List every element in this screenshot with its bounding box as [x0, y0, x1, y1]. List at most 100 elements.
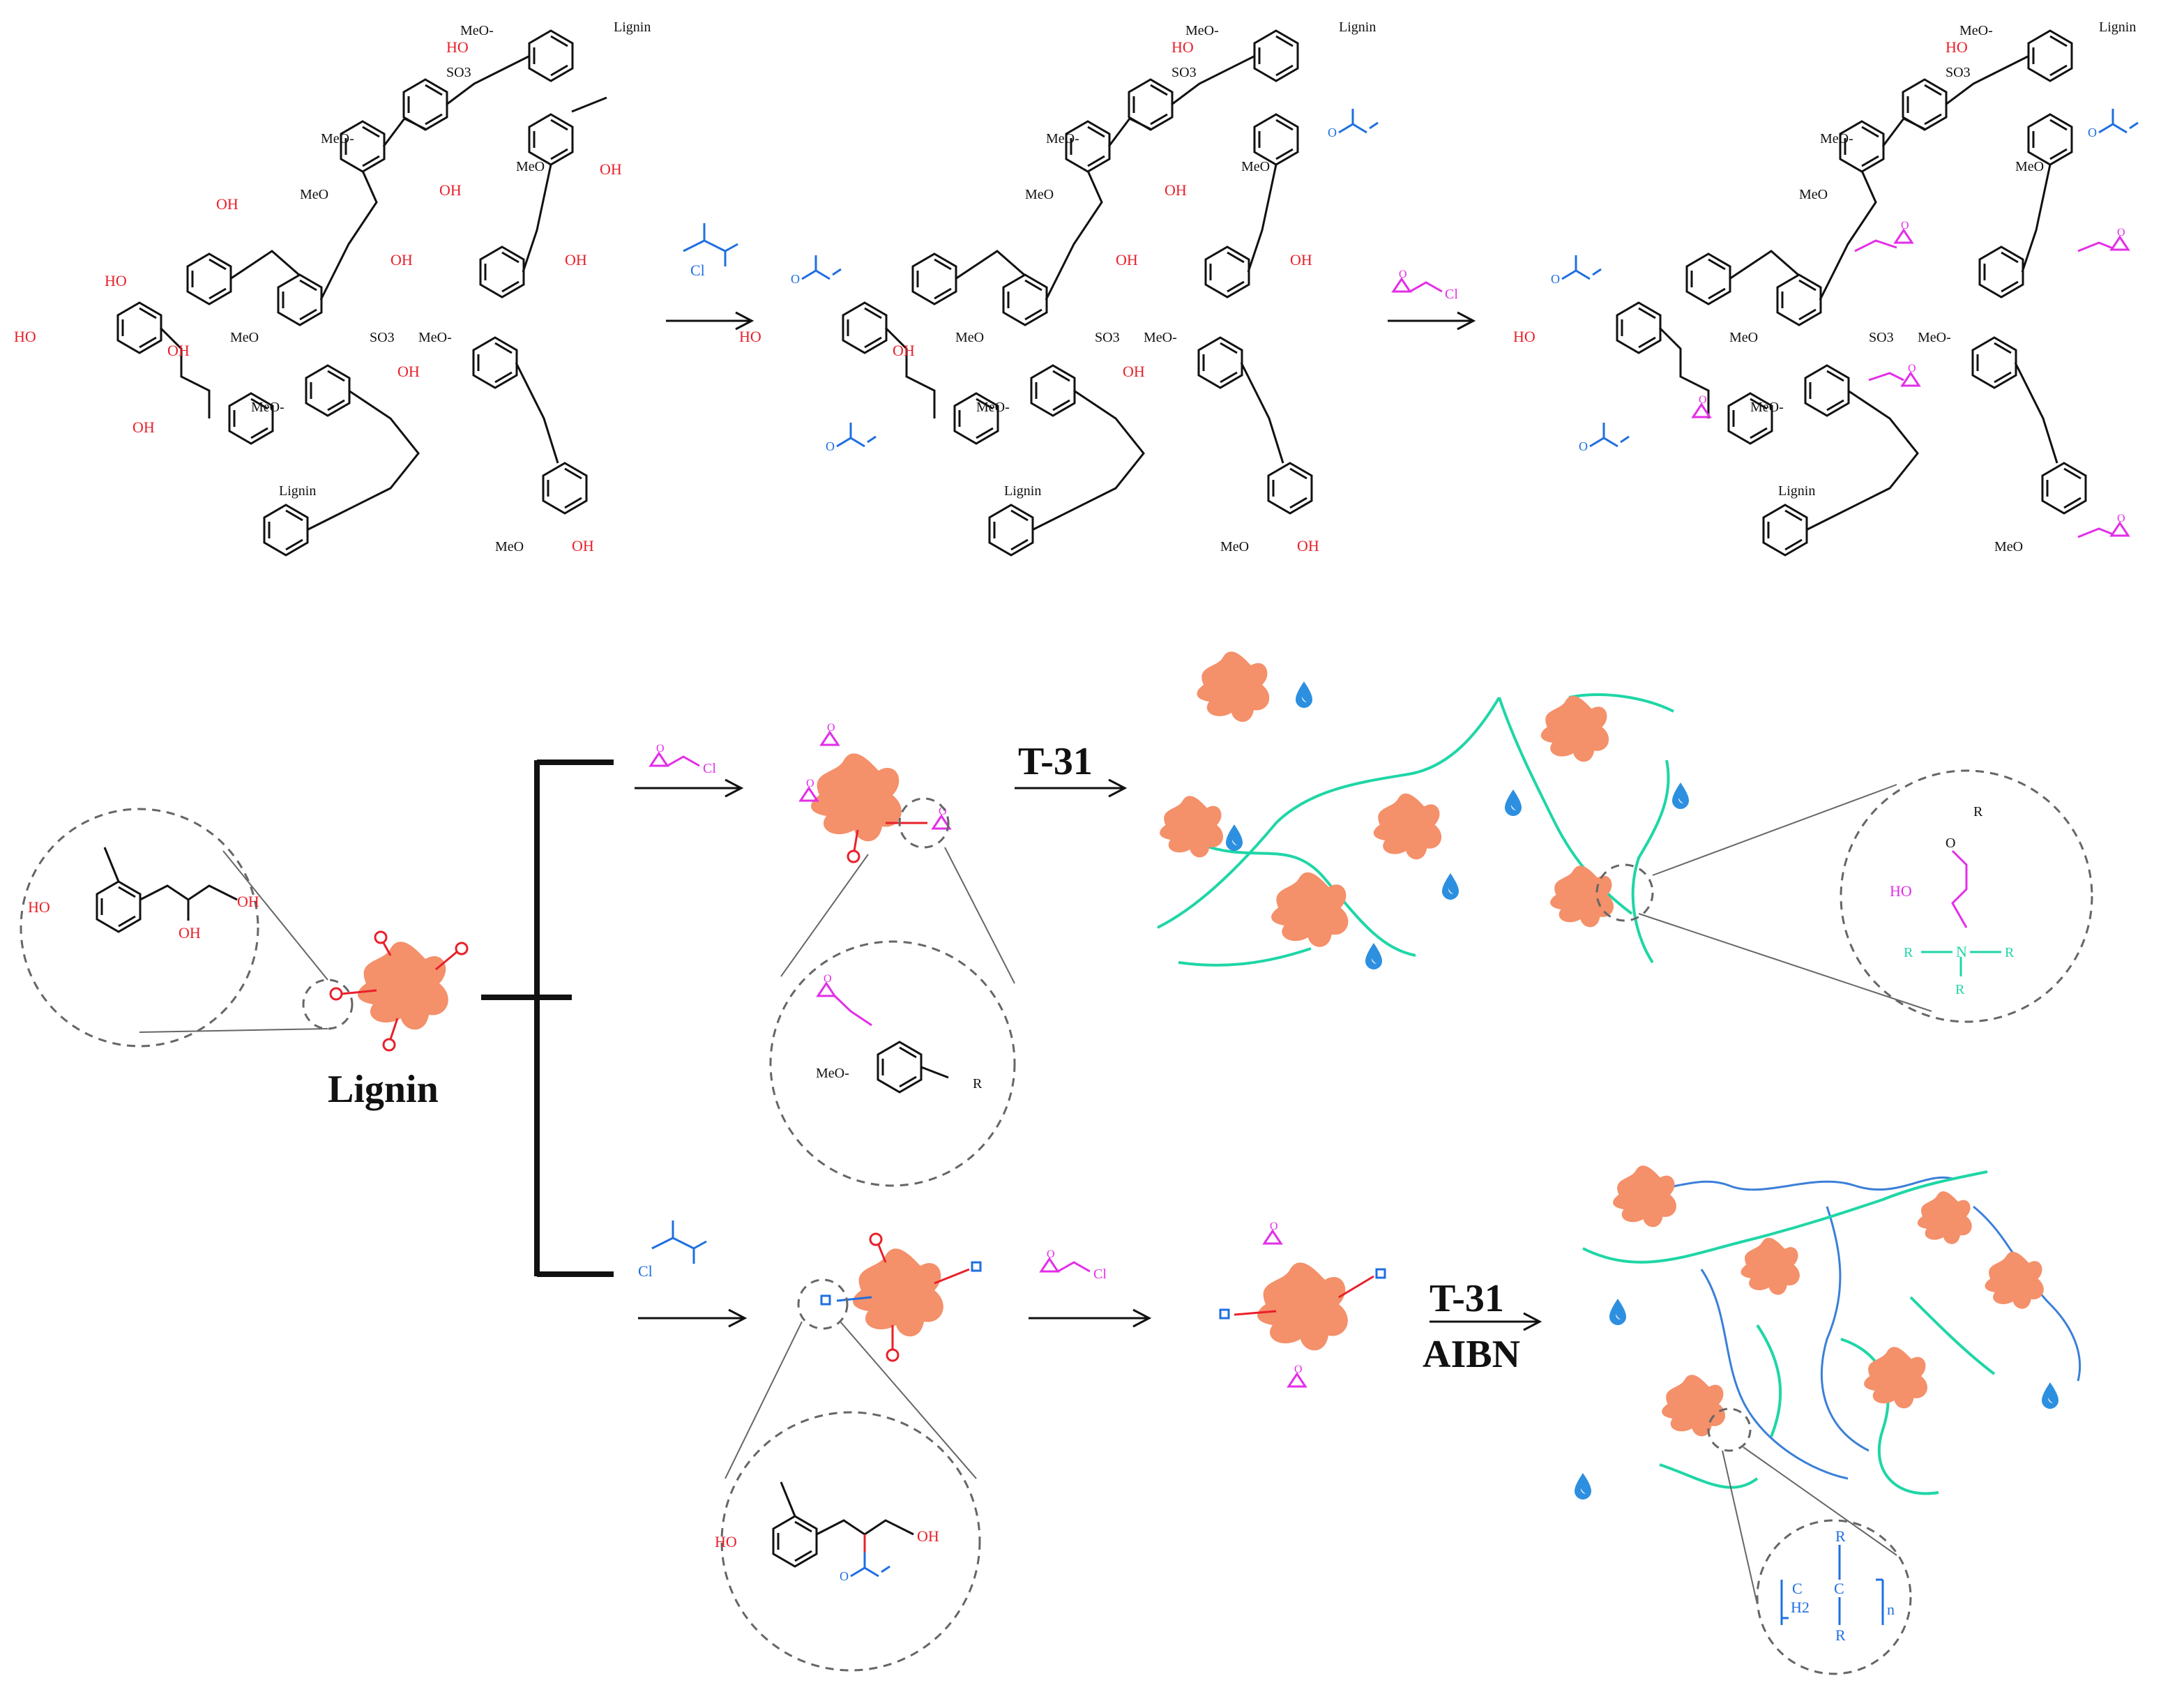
methoxy-label: MeO: [516, 159, 545, 174]
sulfonate-label: SO3: [1095, 330, 1120, 345]
methoxy-label: MeO: [2015, 159, 2044, 174]
catalyst-label: T-31: [1430, 1277, 1504, 1320]
polymethacrylate-zoom: C H2 C R R n: [1707, 1407, 1912, 1675]
chloro-label: Cl: [703, 761, 716, 776]
methoxy-label: MeO: [1220, 539, 1249, 554]
hydroxyl-label: HO: [28, 898, 50, 916]
hydroxyl-label: HO: [1890, 882, 1912, 900]
methoxy-label: MeO-: [1750, 400, 1784, 415]
arrow-icon: [635, 778, 744, 798]
sulfonate-label: SO3: [1869, 330, 1894, 345]
methoxy-label: MeO-: [321, 131, 354, 146]
carbon-label: C: [1792, 1580, 1803, 1597]
lignin-title: Lignin: [328, 1068, 439, 1111]
methoxy-label: MeO-: [816, 1066, 849, 1081]
lignin-particle-icon: [1219, 1219, 1386, 1388]
lignin-tag: Lignin: [614, 20, 651, 35]
r-group-label: R: [1835, 1626, 1846, 1644]
lignin-structure-epoxidized: HO HO MeO- MeO- MeO MeO MeO- MeO MeO- Me…: [1513, 20, 2139, 557]
methacryloyl-chloride-icon: Cl: [638, 1221, 707, 1280]
hydroxyl-label: HO: [14, 328, 36, 345]
arrow-icon: [638, 1308, 748, 1328]
methacryloyl-chloride-icon: Cl: [683, 223, 738, 279]
arrow-icon: [1388, 311, 1476, 331]
sulfonate-label: SO3: [1171, 65, 1197, 80]
hydroxyl-label: OH: [565, 251, 587, 269]
hydroxyl-label: HO: [1946, 38, 1968, 56]
methoxy-label: MeO-: [1185, 23, 1219, 38]
hydroxyl-label: HO: [715, 1533, 737, 1550]
sulfonate-label: SO3: [370, 330, 395, 345]
lignin-structure-methacrylated: HO OH HO OH OH OH OH OH MeO- MeO- MeO Me…: [739, 20, 1379, 557]
oxygen-label: O: [1946, 836, 1955, 851]
r-group-label: R: [2005, 945, 2015, 960]
lignin-particle-icon: [820, 1232, 982, 1362]
methacrylated-unit-zoom: HO OH: [715, 1278, 981, 1672]
hydroxyl-label: OH: [1123, 363, 1145, 380]
methoxy-label: MeO-: [418, 330, 452, 345]
methoxy-label: MeO-: [1820, 131, 1853, 146]
sulfonate-label: SO3: [1946, 65, 1971, 80]
initiator-label: AIBN: [1423, 1333, 1520, 1376]
methoxy-label: MeO: [495, 539, 524, 554]
sulfonate-label: SO3: [446, 65, 471, 80]
hydroxyl-label: HO: [1513, 328, 1535, 345]
epichlorohydrin-icon: Cl: [649, 741, 716, 776]
arrow-icon: [1029, 1308, 1152, 1328]
hydroxyl-label: OH: [132, 418, 155, 436]
dual-cured-network: [1575, 1165, 2081, 1499]
hydroxyl-label: OH: [1116, 251, 1138, 269]
hydroxyl-label: HO: [105, 272, 127, 289]
hydroxyl-label: OH: [1297, 537, 1319, 554]
repeat-label: n: [1887, 1601, 1895, 1618]
r-group-label: R: [1955, 982, 1965, 997]
epoxy-lignin-zoom: MeO- R: [769, 797, 1016, 1187]
hydroxyl-label: OH: [397, 363, 420, 380]
methoxy-label: MeO: [1994, 539, 2023, 554]
methoxy-label: MeO-: [1959, 23, 1993, 38]
methoxy-label: MeO: [1799, 187, 1828, 202]
methoxy-label: MeO-: [1144, 330, 1177, 345]
branch-bracket: [481, 760, 614, 1277]
chloro-label: Cl: [638, 1262, 653, 1280]
r-group-label: R: [1904, 945, 1913, 960]
r-group-label: R: [973, 1076, 983, 1091]
lignin-tag: Lignin: [279, 483, 316, 499]
hydroxyl-label: OH: [167, 342, 190, 359]
hydroxyl-label: OH: [1290, 251, 1312, 269]
hydroxyl-label: OH: [390, 251, 413, 269]
hydroxyl-label: HO: [1171, 38, 1194, 56]
methoxy-label: MeO-: [976, 400, 1010, 415]
r-group-label: R: [1973, 804, 1983, 819]
amine-crosslink-zoom: O R HO N R R R: [1595, 769, 2093, 1023]
hydroxyl-label: OH: [439, 181, 462, 199]
arrow-icon: [1015, 778, 1128, 798]
methoxy-label: MeO: [230, 330, 259, 345]
methoxy-label: MeO: [300, 187, 328, 202]
hydroxyl-label: HO: [446, 38, 469, 56]
hydroxyl-label: OH: [893, 342, 915, 359]
chloro-label: Cl: [1445, 287, 1458, 302]
methoxy-label: MeO: [1729, 330, 1758, 345]
hydroxyl-label: OH: [917, 1527, 939, 1545]
epichlorohydrin-icon: Cl: [1040, 1247, 1107, 1282]
methoxy-label: MeO: [955, 330, 984, 345]
lignin-particle-icon: [799, 720, 951, 863]
lignin-unit-zoom: HO OH OH: [20, 808, 354, 1048]
arrow-icon: [1430, 1312, 1542, 1331]
lignin-tag: Lignin: [2099, 20, 2136, 35]
hydroxyl-label: OH: [600, 160, 622, 178]
r-group-label: R: [1835, 1527, 1846, 1545]
lignin-tag: Lignin: [1339, 20, 1376, 35]
lignin-tag: Lignin: [1004, 483, 1041, 499]
nitrogen-label: N: [1956, 943, 1967, 960]
methoxy-label: MeO-: [460, 23, 494, 38]
methoxy-label: MeO-: [1046, 131, 1079, 146]
chloro-label: Cl: [690, 262, 705, 279]
methoxy-label: MeO-: [251, 400, 285, 415]
methoxy-label: MeO-: [1918, 330, 1951, 345]
lignin-structure-native: HO HO OH OH OH HO OH OH OH OH OH OH MeO-…: [14, 20, 651, 557]
lignin-tag: Lignin: [1778, 483, 1815, 499]
